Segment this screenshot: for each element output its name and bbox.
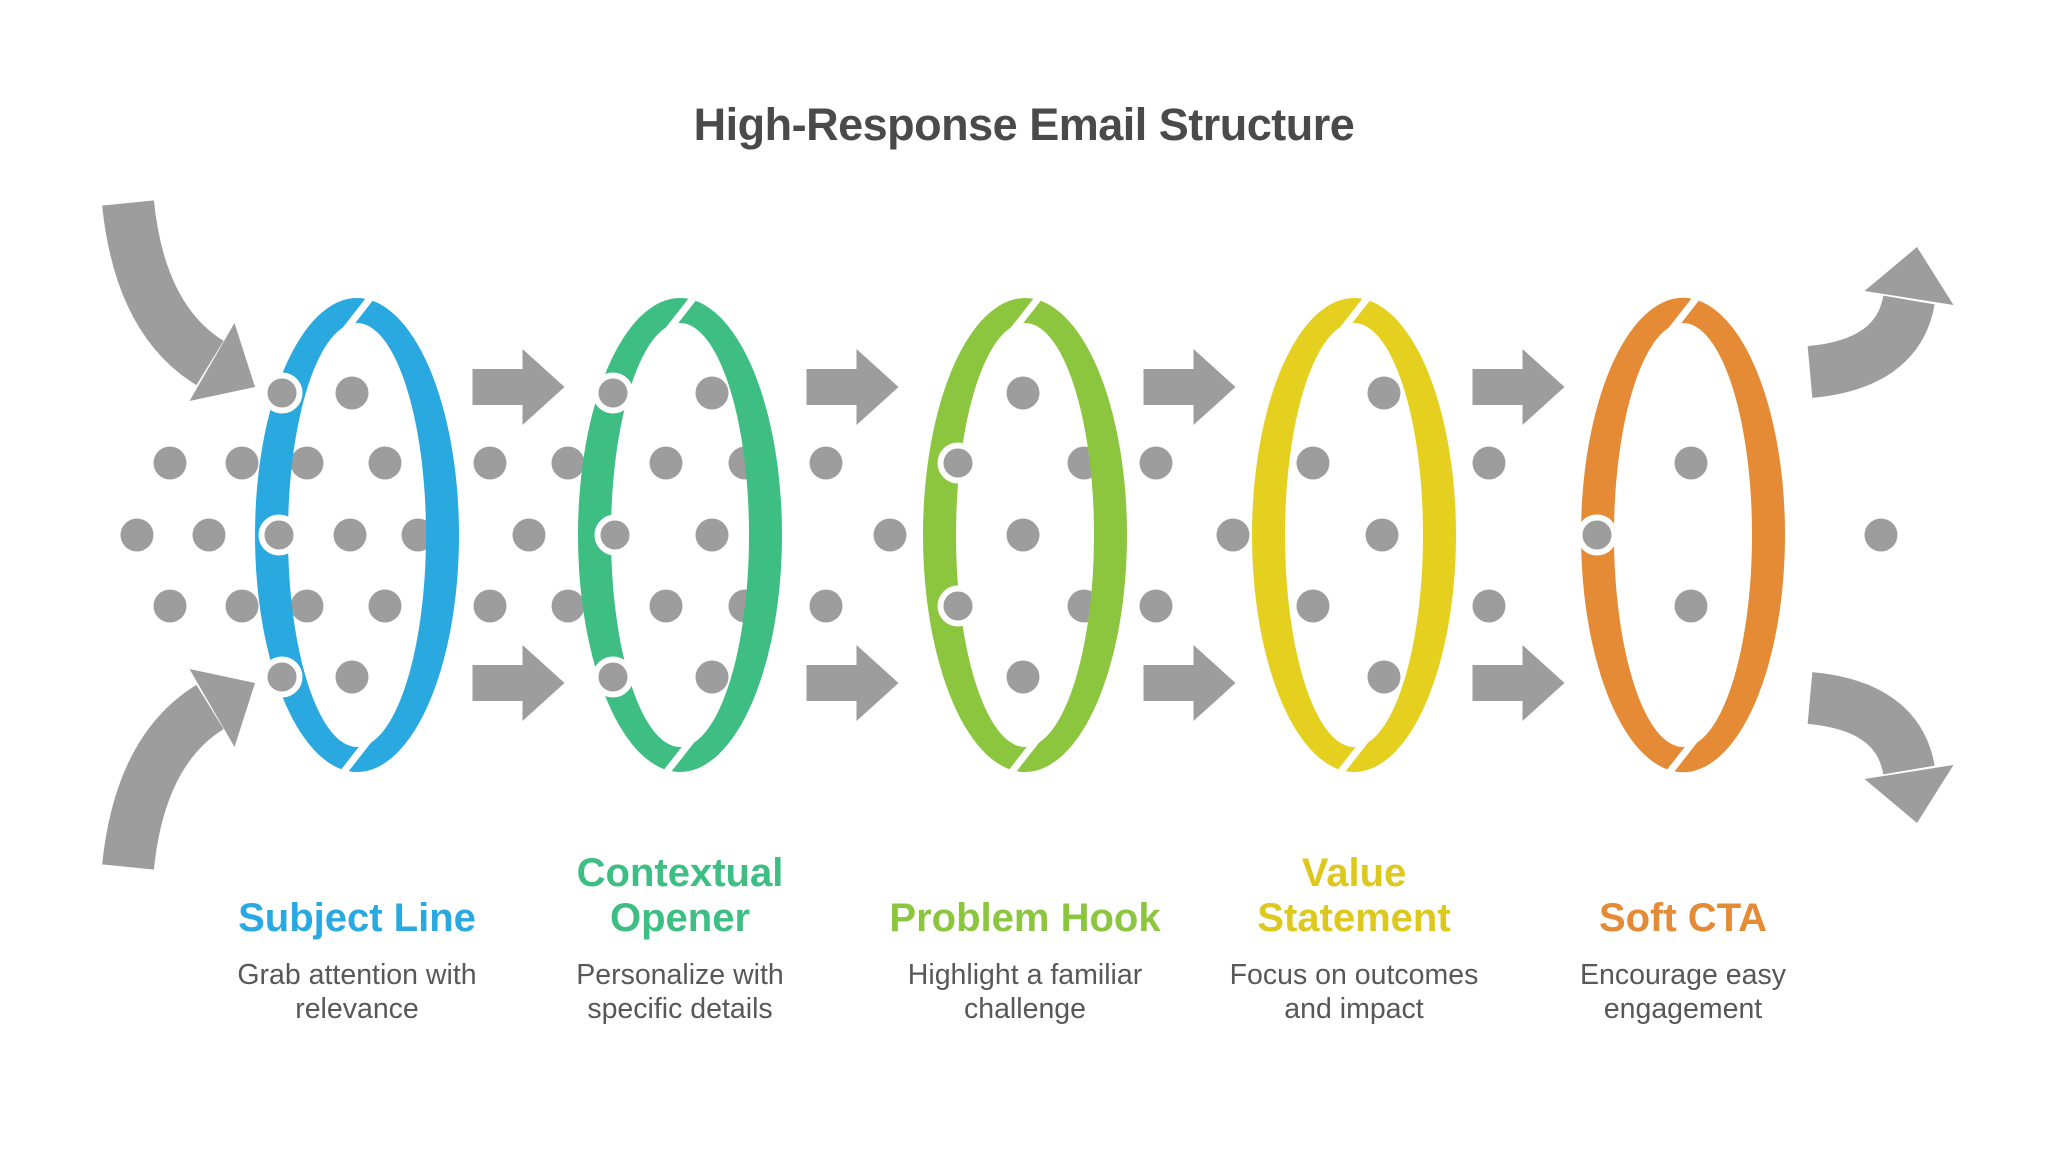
filter-ring-soft-cta <box>1580 282 1785 788</box>
flow-arrow-icon <box>1143 349 1236 721</box>
heading-line: Statement <box>1257 896 1451 940</box>
heading-line: Value <box>1301 851 1407 895</box>
heading-line: Problem Hook <box>889 896 1161 940</box>
stage-description-contextual-opener: Personalize with specific details <box>500 958 860 1026</box>
exit-arrow-top-icon <box>1807 247 1954 398</box>
filter-ring-value-statement <box>1252 282 1456 788</box>
description-line: Grab attention with <box>237 959 477 991</box>
stage-description-subject-line: Grab attention with relevance <box>177 958 537 1026</box>
flow-arrow-icon <box>472 349 565 721</box>
passing-dots <box>258 372 1618 698</box>
description-line: engagement <box>1603 993 1763 1025</box>
page-title: High-Response Email Structure <box>693 99 1355 150</box>
entry-arrow-top-icon <box>102 200 255 401</box>
description-line: Highlight a familiar <box>907 959 1143 991</box>
description-line: Personalize with <box>576 959 784 991</box>
filter-ring-subject-line <box>255 282 459 788</box>
description-line: relevance <box>295 993 419 1025</box>
description-line: challenge <box>963 993 1086 1025</box>
stage-heading-value-statement: Value Statement <box>1174 851 1534 941</box>
stage-heading-contextual-opener: Contextual Opener <box>500 851 860 941</box>
description-line: specific details <box>587 993 773 1025</box>
dot-field <box>120 376 1898 694</box>
stage-description-soft-cta: Encourage easy engagement <box>1503 958 1863 1026</box>
heading-line: Subject Line <box>238 896 476 940</box>
description-line: Encourage easy <box>1580 959 1786 991</box>
exit-arrow-bottom-icon <box>1807 672 1954 823</box>
heading-line: Soft CTA <box>1598 896 1768 940</box>
description-line: and impact <box>1284 993 1424 1025</box>
stage-heading-subject-line: Subject Line <box>177 896 537 941</box>
heading-line: Contextual <box>576 851 784 895</box>
heading-line: Opener <box>609 896 751 940</box>
stage-heading-soft-cta: Soft CTA <box>1503 896 1863 941</box>
stage-description-problem-hook: Highlight a familiar challenge <box>845 958 1205 1026</box>
stage-description-value-statement: Focus on outcomes and impact <box>1174 958 1534 1026</box>
stage-heading-problem-hook: Problem Hook <box>845 896 1205 941</box>
flow-arrow-icon <box>806 349 899 721</box>
filter-ring-problem-hook <box>923 282 1127 788</box>
flow-arrow-icon <box>1472 349 1565 721</box>
entry-arrow-bottom-icon <box>102 669 255 870</box>
description-line: Focus on outcomes <box>1229 959 1479 991</box>
filter-ring-contextual-opener <box>578 282 782 788</box>
